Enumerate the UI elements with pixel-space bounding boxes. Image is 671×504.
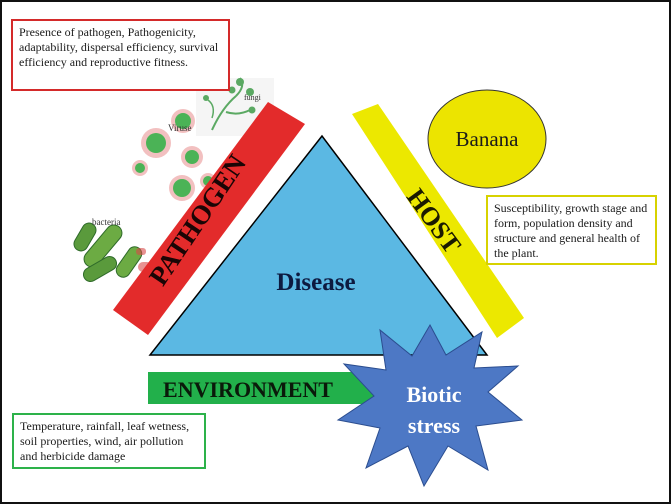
virus-particle <box>171 109 195 133</box>
disease-label: Disease <box>276 269 355 296</box>
biotic-stress-star <box>336 323 524 488</box>
virus-illustration <box>132 109 216 201</box>
pathogen-description-box: Presence of pathogen, Pathogenicity, ada… <box>11 19 230 91</box>
disease-triangle <box>148 134 489 356</box>
host-description-box: Susceptibility, growth stage and form, p… <box>486 195 657 265</box>
banana-label: Banana <box>456 127 520 151</box>
environment-bar <box>148 372 402 404</box>
virus-particle <box>181 146 203 168</box>
virus-particle <box>141 128 171 158</box>
environment-label: ENVIRONMENT <box>163 377 333 402</box>
bacteria-label: bacteria <box>92 217 120 227</box>
virus-label: Viruse <box>168 123 191 133</box>
bacteria-illustration <box>73 222 152 282</box>
environment-description-box: Temperature, rainfall, leaf wetness, soi… <box>12 413 206 469</box>
banana-circle <box>427 89 547 189</box>
biotic-stress-line2: stress <box>408 413 461 438</box>
pathogen-bar <box>113 102 305 335</box>
biotic-stress-line1: Biotic <box>407 382 462 407</box>
virus-particle <box>169 175 195 201</box>
fungi-label: fungi <box>244 93 262 102</box>
host-bar <box>352 104 524 338</box>
virus-particle <box>132 160 148 176</box>
